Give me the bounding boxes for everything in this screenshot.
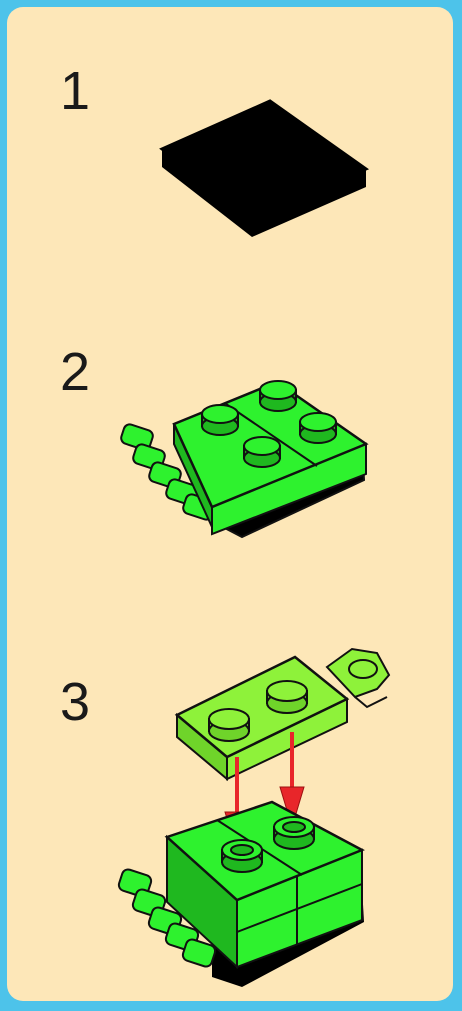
green-brick-assembly-icon <box>112 792 372 992</box>
step-3: 3 <box>7 587 453 1001</box>
instruction-panel: 1 2 <box>7 7 453 1001</box>
step-number: 1 <box>60 64 90 118</box>
step-number: 2 <box>60 345 90 399</box>
green-brick-assembly-icon <box>112 362 382 562</box>
step-2: 2 <box>7 307 453 587</box>
black-plate-2x2-icon <box>152 87 372 247</box>
step-1: 1 <box>7 7 453 307</box>
step-number: 3 <box>60 675 90 729</box>
